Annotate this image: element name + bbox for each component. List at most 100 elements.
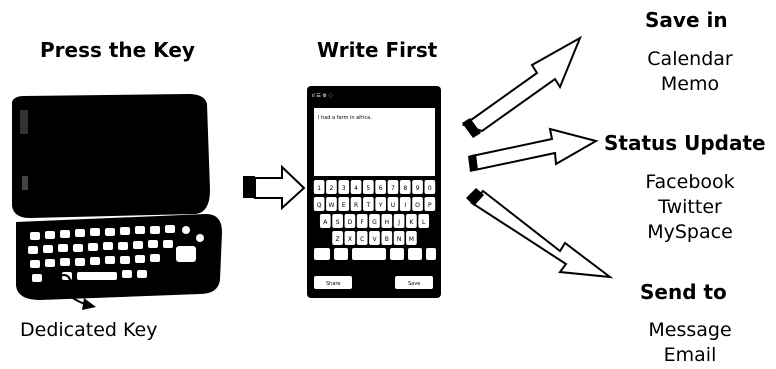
phone-key-label: 1 [317, 185, 321, 192]
arrow-to-send [466, 188, 614, 279]
phone-key-label: Y [378, 202, 383, 209]
phone-key-label: 4 [354, 185, 358, 192]
phone-key-label: P [428, 202, 432, 209]
phone-key [393, 214, 405, 228]
memo-label: Memo [660, 73, 720, 95]
phone-function-key [408, 248, 422, 260]
phone-key-label: F [360, 219, 364, 226]
phone-key-label: E [342, 202, 346, 209]
phone-key-label: 8 [403, 185, 407, 192]
phone-key-label: Z [336, 236, 340, 243]
phone-key-label: 0 [428, 185, 432, 192]
dedicated-key-label: Dedicated Key [20, 319, 158, 341]
phone-key-label: R [354, 202, 358, 209]
arrow-to-status [468, 127, 599, 172]
touch-phone-illustration: I had a farm in africa. ıl ☰ ⚙ ◌ 1 2 3 4 5 6 7… [307, 86, 441, 298]
send-targets: Message Email [640, 318, 740, 368]
phone-key [387, 180, 399, 194]
phone-key-label: W [328, 202, 334, 209]
calendar-label: Calendar [647, 48, 733, 70]
phone-key [369, 214, 380, 228]
write-first-heading: Write First [317, 38, 438, 62]
phone-key [418, 214, 430, 228]
phone-key [393, 231, 405, 245]
phone-key [375, 197, 386, 211]
save-button-label: Save [408, 281, 420, 287]
phone-key-label: J [397, 219, 400, 226]
dedicated-key-highlight [57, 274, 71, 288]
phone-key [363, 197, 374, 211]
phone-key-label: 6 [379, 185, 383, 192]
phone-key [332, 231, 343, 245]
phone-function-key [352, 248, 386, 260]
phone-key [350, 180, 362, 194]
status-update-heading: Status Update [604, 131, 766, 155]
message-label: Message [648, 319, 732, 341]
phone-key [313, 197, 325, 211]
phone-key-label: 2 [330, 185, 334, 192]
send-to-heading: Send to [640, 280, 727, 304]
phone-key-label: 7 [391, 185, 395, 192]
phone-key [412, 197, 423, 211]
phone-key-label: V [372, 236, 377, 243]
phone-key-label: T [366, 202, 371, 209]
phone-key [381, 214, 393, 228]
phone-key [338, 180, 350, 194]
myspace-label: MySpace [647, 221, 733, 243]
arrow-to-save [461, 35, 583, 138]
phone-key-label: S [336, 219, 340, 226]
phone-function-key [314, 248, 330, 260]
facebook-label: Facebook [645, 171, 735, 193]
phone-key [332, 214, 343, 228]
phone-key [399, 197, 411, 211]
phone-key-label: 3 [342, 185, 346, 192]
phone-key-label: 9 [416, 185, 420, 192]
press-the-key-heading: Press the Key [40, 38, 195, 62]
svg-text:ıl ☰ ⚙ ◌: ıl ☰ ⚙ ◌ [312, 93, 333, 99]
twitter-label: Twitter [658, 196, 722, 218]
phone-key [369, 231, 380, 245]
phone-key-label: 5 [366, 185, 370, 192]
keyboard-keys [28, 225, 204, 282]
phone-key-label: B [385, 236, 389, 243]
phone-key [313, 180, 325, 194]
phone-key-label: L [422, 219, 426, 226]
phone-key [399, 180, 411, 194]
draft-text: I had a farm in africa. [318, 115, 372, 121]
phone-key [424, 197, 436, 211]
save-targets: Calendar Memo [640, 47, 740, 97]
phone-key-label: Q [317, 202, 322, 209]
phone-key-label: K [409, 219, 414, 226]
phone-key [319, 214, 331, 228]
phone-key [406, 214, 417, 228]
phone-function-key [426, 248, 436, 260]
phone-function-key [334, 248, 348, 260]
phone-key [412, 180, 423, 194]
phone-key [356, 214, 368, 228]
phone-key-label: M [409, 236, 414, 243]
phone-key [387, 197, 399, 211]
phone-key [424, 180, 436, 194]
save-in-heading: Save in [645, 8, 728, 32]
phone-key-label: D [348, 219, 353, 226]
phone-key-label: H [385, 219, 390, 226]
phone-key [338, 197, 350, 211]
phone-key-label: G [372, 219, 377, 226]
phone-key-label: U [391, 202, 395, 209]
phone-key [356, 231, 368, 245]
phone-key-label: N [397, 236, 402, 243]
email-label: Email [663, 344, 717, 366]
arrow-to-editor [243, 164, 306, 211]
phone-key-label: X [348, 236, 352, 243]
phone-key [350, 197, 362, 211]
phone-key [326, 180, 337, 194]
phone-key [344, 231, 356, 245]
phone-key [406, 231, 417, 245]
share-button-label: Share [326, 281, 340, 287]
phone-key-label: A [323, 219, 328, 226]
phone-key [381, 231, 393, 245]
phone-key [344, 214, 356, 228]
status-targets: Facebook Twitter MySpace [635, 170, 745, 245]
